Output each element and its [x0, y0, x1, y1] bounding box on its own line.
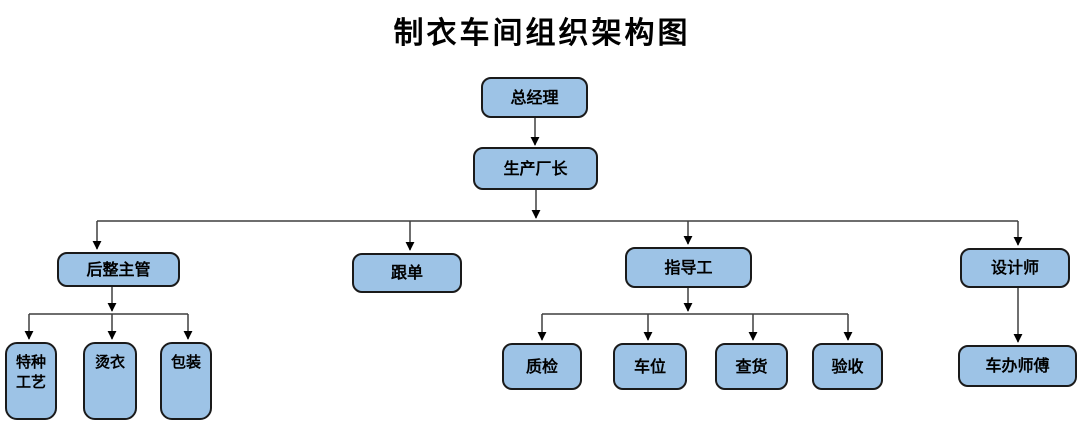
node-packaging[interactable]: 包装 — [160, 342, 212, 420]
node-finishing-supervisor[interactable]: 后整主管 — [57, 252, 180, 287]
node-label: 总经理 — [510, 87, 559, 107]
node-label: 生产厂长 — [503, 158, 568, 178]
node-label: 设计师 — [990, 258, 1039, 277]
node-label: 跟单 — [390, 263, 423, 282]
node-goods-check[interactable]: 查货 — [715, 343, 788, 390]
node-sewing-station[interactable]: 车位 — [613, 343, 687, 390]
node-acceptance[interactable]: 验收 — [812, 343, 883, 390]
node-label: 质检 — [525, 356, 558, 376]
node-general-manager[interactable]: 总经理 — [481, 77, 588, 118]
node-designer[interactable]: 设计师 — [960, 248, 1070, 288]
node-production-director[interactable]: 生产厂长 — [473, 147, 598, 190]
node-label: 指导工 — [664, 257, 713, 277]
node-label: 查货 — [735, 356, 768, 376]
node-label: 验收 — [831, 356, 864, 376]
node-label: 车办师傅 — [985, 356, 1050, 375]
node-label: 车位 — [633, 356, 666, 376]
node-label: 后整主管 — [86, 259, 151, 279]
node-label: 包装 — [170, 353, 201, 371]
node-ironing[interactable]: 烫衣 — [83, 342, 137, 420]
node-label: 特种工艺 — [15, 353, 46, 391]
chart-title: 制衣车间组织架构图 — [393, 16, 691, 51]
node-special-craft[interactable]: 特种工艺 — [5, 342, 57, 420]
node-label: 烫衣 — [94, 353, 125, 371]
node-merchandiser[interactable]: 跟单 — [352, 253, 462, 293]
node-quality-inspection[interactable]: 质检 — [502, 343, 582, 390]
node-workshop-master[interactable]: 车办师傅 — [958, 345, 1077, 387]
node-instructor[interactable]: 指导工 — [625, 247, 752, 288]
